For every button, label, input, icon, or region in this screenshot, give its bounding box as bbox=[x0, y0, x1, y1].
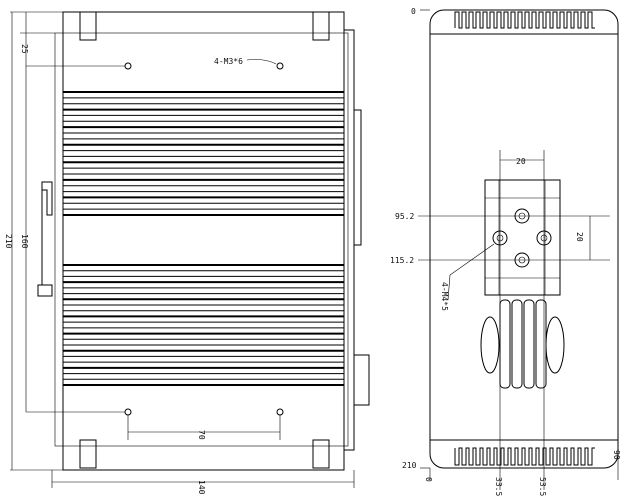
fin-wave bbox=[454, 11, 595, 29]
left-view: 25 4-M3*6 210 160 70 140 bbox=[4, 11, 370, 495]
fan-assembly bbox=[480, 299, 565, 389]
dim-pos-115: 115.2 bbox=[390, 256, 414, 265]
mount-hole bbox=[124, 408, 132, 416]
bottom-tab-right bbox=[312, 439, 330, 469]
dim-x-335: 33.5 bbox=[494, 477, 503, 496]
dim-hole-spacing-v: 160 bbox=[20, 234, 29, 249]
dim-hole-label: 4-M3*6 bbox=[214, 57, 243, 66]
right-connector bbox=[353, 109, 362, 246]
dim-hole-spacing-h: 70 bbox=[197, 430, 206, 440]
fin-wave bbox=[454, 447, 595, 466]
bracket bbox=[484, 179, 561, 296]
bracket-hole-leader bbox=[447, 243, 495, 301]
mount-hole bbox=[276, 62, 284, 70]
left-body-outline bbox=[62, 11, 345, 471]
right-view: 0 20 95.2 115.2 20 4-M4*5 210 0 33.5 53.… bbox=[390, 7, 621, 496]
dim-top-margin: 25 bbox=[20, 44, 29, 54]
din-clip bbox=[37, 181, 53, 297]
dim-top-origin: 0 bbox=[411, 7, 416, 16]
right-body-outline bbox=[429, 9, 619, 469]
right-plug bbox=[353, 354, 370, 406]
dim-overall-width: 140 bbox=[197, 480, 206, 495]
right-rail bbox=[343, 29, 355, 451]
dim-x-535: 53.5 bbox=[538, 477, 547, 496]
top-tab-right bbox=[312, 11, 330, 41]
left-body-inner bbox=[54, 32, 349, 447]
bottom-tab-left bbox=[79, 439, 97, 469]
dim-bracket-height: 20 bbox=[575, 232, 584, 242]
fins-upper bbox=[63, 91, 344, 216]
mount-hole bbox=[276, 408, 284, 416]
hole-leader bbox=[246, 59, 277, 65]
fins-lower bbox=[63, 264, 344, 386]
fins-bottom-wave bbox=[454, 447, 595, 466]
dim-x-90: 90 bbox=[612, 450, 621, 460]
dim-hole-label-right: 4-M4*5 bbox=[440, 282, 449, 311]
fins-top-wave bbox=[454, 11, 595, 29]
top-tab-left bbox=[79, 11, 97, 41]
dim-overall-height: 210 bbox=[4, 234, 13, 249]
dim-x-origin: 0 bbox=[424, 477, 433, 482]
dim-bottom-origin: 210 bbox=[402, 461, 417, 470]
dim-pos-95: 95.2 bbox=[395, 212, 414, 221]
mount-hole bbox=[124, 62, 132, 70]
dim-bracket-width: 20 bbox=[516, 157, 526, 166]
